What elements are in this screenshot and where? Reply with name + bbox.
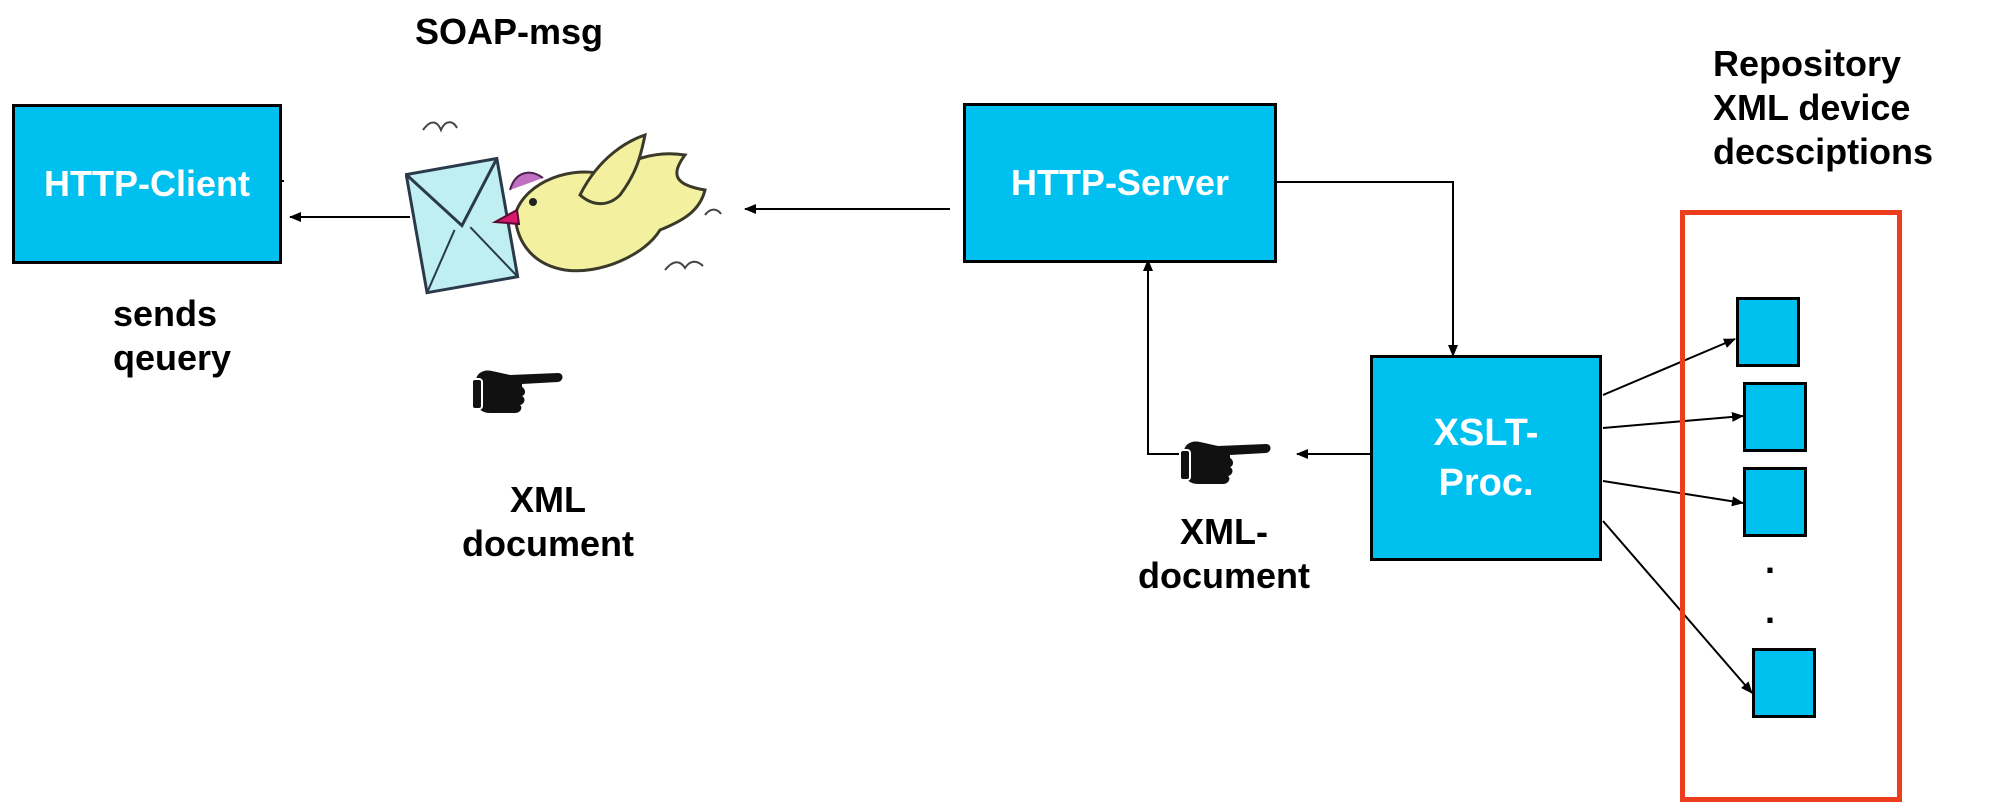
http-server-box: HTTP-Server	[963, 103, 1277, 263]
repository-ellipsis-dot: .	[1765, 590, 1776, 631]
http-client-label: HTTP-Client	[44, 163, 250, 204]
arrow-xslt-to-item-2	[1602, 411, 1744, 429]
pointing-hand-icon	[1179, 441, 1271, 484]
http-server-label: HTTP-Server	[1010, 162, 1230, 203]
repository-item	[1752, 648, 1816, 718]
pointing-hand-icon	[471, 370, 563, 413]
soap-msg-label: SOAP-msg	[415, 11, 604, 52]
repository-item	[1736, 297, 1800, 367]
xslt-processor-label: XSLT- Proc.	[1433, 412, 1539, 504]
repository-item	[1743, 467, 1807, 537]
sends-query-label: sends qeuery	[113, 293, 232, 378]
arrow-server-to-xslt	[1276, 181, 1458, 357]
repository-ellipsis-dot: .	[1765, 540, 1776, 581]
soap-bird-envelope-icon	[405, 121, 722, 295]
arrow-document-to-server	[1143, 259, 1185, 455]
arrow-xslt-to-item-3	[1602, 480, 1744, 507]
http-client-box: HTTP-Client	[12, 104, 282, 264]
repository-item	[1743, 382, 1807, 452]
xslt-processor-box: XSLT- Proc.	[1370, 355, 1602, 561]
arrow-xslt-to-item-1	[1602, 338, 1736, 396]
xml-document-right-label: XML- document	[1138, 511, 1311, 596]
repository-title: Repository XML device decsciptions	[1713, 43, 1934, 172]
xml-document-left-label: XML document	[462, 479, 635, 564]
arrow-xslt-to-item-4	[1602, 520, 1753, 694]
